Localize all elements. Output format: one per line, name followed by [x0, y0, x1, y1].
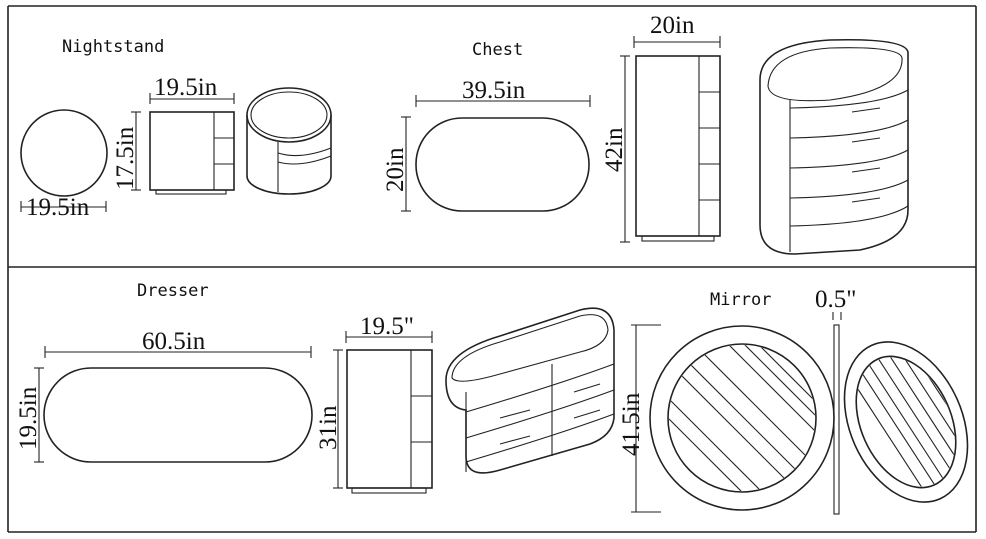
nightstand-label: Nightstand [62, 37, 164, 57]
chest-side-height-label: 42in [601, 127, 628, 172]
mirror-thickness-label: 0.5" [815, 286, 856, 313]
dresser-side-depth-label: 19.5" [360, 313, 414, 340]
chest-3d-view [759, 38, 909, 255]
chest-label: Chest [472, 40, 523, 60]
chest-group: Chest 39.5in 20in 20in 42in [382, 12, 909, 255]
chest-top-depth-label: 20in [382, 147, 409, 192]
nightstand-group: Nightstand 19.5in 19.5in 17.5in [20, 37, 332, 221]
chest-side-depth-label: 20in [650, 12, 695, 39]
dresser-side-height-label: 31in [315, 405, 342, 450]
mirror-group: Mirror 0.5" 41.5in [618, 286, 974, 515]
nightstand-width-label: 19.5in [154, 74, 218, 101]
dresser-top-width-label: 60.5in [142, 328, 206, 355]
chest-top-view [415, 117, 590, 212]
mirror-angled-view [843, 341, 974, 503]
dresser-label: Dresser [137, 281, 209, 301]
mirror-height-label: 41.5in [618, 392, 645, 456]
chest-top-width-label: 39.5in [462, 77, 526, 104]
nightstand-3d-view [246, 87, 332, 195]
dresser-top-view [43, 367, 313, 463]
dresser-top-depth-label: 19.5in [15, 386, 42, 450]
nightstand-height-label: 17.5in [112, 126, 139, 190]
mirror-label: Mirror [710, 290, 771, 310]
chest-side-view [635, 55, 721, 242]
nightstand-front-view [149, 111, 235, 195]
dresser-side-view [346, 349, 433, 494]
nightstand-top-view [20, 109, 108, 197]
dresser-group: Dresser 60.5in 19.5in 19.5" 31in [15, 281, 615, 494]
dresser-3d-view [445, 307, 615, 474]
panel-frame [7, 5, 977, 533]
nightstand-diameter-label: 19.5in [26, 194, 90, 221]
mirror-front-view [649, 325, 835, 511]
